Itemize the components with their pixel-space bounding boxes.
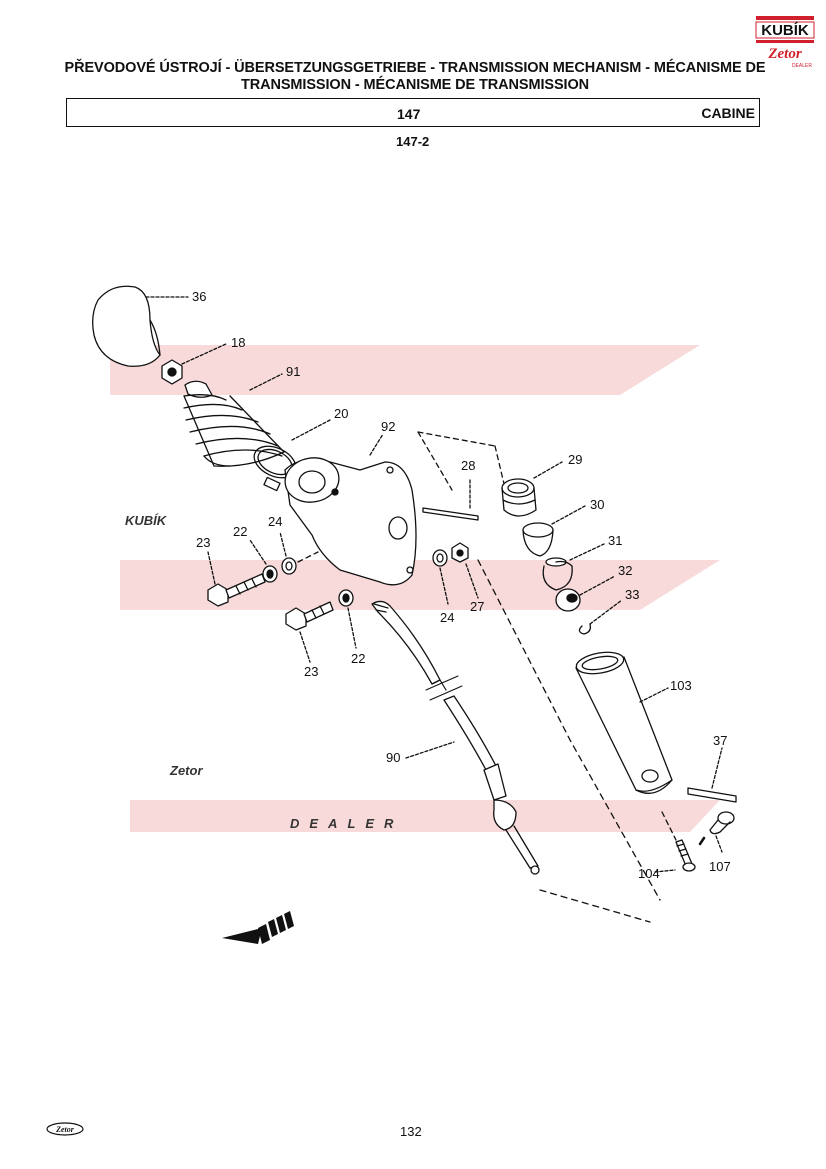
logo-bar-mid [756,40,814,43]
watermark-band-low [130,800,720,832]
watermark-band-top [110,345,700,395]
label-23-upper: 23 [196,535,210,550]
leader-33 [589,599,623,625]
part-23-bolt-lower [285,601,334,631]
label-18: 18 [231,335,245,350]
part-27-nut [451,542,469,563]
leader-23b [299,631,311,663]
part-32-ball [555,588,581,612]
direction-arrow [222,911,294,944]
part-24-washer-lower [432,549,448,567]
logo-frame [755,21,815,39]
watermark-tagline: DEALER [290,816,403,831]
leader-37 [711,747,723,789]
leader-32 [579,575,616,596]
part-24-washer-upper [281,557,297,575]
group-number: 147 [397,106,421,122]
part-31-ball [542,557,573,591]
label-104: 104 [638,866,660,881]
logo-sub-text: Zetor [767,46,801,62]
leader-20 [291,419,331,441]
part-30-cup [522,522,554,557]
dash-line-104 [661,811,677,841]
part-labels: 36 18 91 20 92 28 29 30 31 32 33 23 22 2… [192,289,731,881]
part-28-pin [422,507,479,521]
dash-line-28c [494,445,506,489]
label-32: 32 [618,563,632,578]
dash-line-long [477,559,661,901]
label-24-upper: 24 [268,514,282,529]
leader-18 [181,343,227,365]
leader-27 [465,563,479,599]
part-22-washer-upper [262,565,278,583]
leader-91 [249,373,283,391]
leader-90 [405,741,455,759]
leader-24b [439,567,449,605]
part-22-washer-lower [338,589,354,607]
footer-zetor-logo: Zetor [46,1122,84,1136]
part-103-tube [575,651,673,794]
label-20: 20 [334,406,348,421]
label-31: 31 [608,533,622,548]
label-30: 30 [590,497,604,512]
footer-logo-text: Zetor [55,1125,75,1134]
label-23-lower: 23 [304,664,318,679]
part-92-housing [284,457,417,586]
leader-30 [551,505,586,525]
leader-29 [533,461,563,479]
section-name: CABINE [701,105,755,121]
watermark-logo: Zetor [169,763,203,778]
label-90: 90 [386,750,400,765]
label-103: 103 [670,678,692,693]
leader-23a [207,551,216,585]
leader-107 [715,835,723,853]
dash-line-bottom [539,889,651,923]
title-line-2: TRANSMISSION - MÉCANISME DE TRANSMISSION [240,77,590,93]
part-33-circlip [578,623,592,635]
page-number: 132 [400,1124,422,1139]
label-92: 92 [381,419,395,434]
dash-line-24a [297,551,319,563]
label-29: 29 [568,452,582,467]
figure-number: 147-2 [396,134,430,149]
part-23-bolt-upper [207,573,266,607]
kubik-zetor-logo: KUBÍK Zetor DEALER [755,16,815,69]
leader-92 [369,433,384,456]
label-24-lower: 24 [440,610,454,625]
leader-31 [569,543,605,561]
header-box: 147 CABINE [66,98,760,127]
leader-24a [279,531,287,557]
part-29-bushing [501,478,537,517]
part-90-lever [371,600,540,875]
part-91-boot [183,380,285,467]
label-36: 36 [192,289,206,304]
label-27: 27 [470,599,484,614]
dash-line-28a [417,431,496,447]
watermark-brand: KUBÍK [125,513,168,528]
logo-dealer-text: DEALER [792,63,812,69]
label-37: 37 [713,733,727,748]
label-91: 91 [286,364,300,379]
title-line-1: PŘEVODOVÉ ÚSTROJÍ - ÜBERSETZUNGSGETRIEBE… [64,60,766,76]
leader-104 [654,869,676,873]
leader-103 [639,687,669,703]
label-22-lower: 22 [351,651,365,666]
part-18-nut [161,359,183,385]
dash-line-28b [417,431,453,491]
part-107-nipple [698,811,735,846]
label-33: 33 [625,587,639,602]
logo-brand-text: KUBÍK [761,22,809,39]
label-28: 28 [461,458,475,473]
label-22-upper: 22 [233,524,247,539]
part-37-key [687,787,737,803]
leader-22a [249,539,267,565]
label-107: 107 [709,859,731,874]
logo-bar-top [756,16,814,20]
part-36-knob [92,285,161,367]
leader-22b [347,607,357,649]
page-title: PŘEVODOVÉ ÚSTROJÍ - ÜBERSETZUNGSGETRIEBE… [60,60,770,94]
part-104-screw [675,839,696,872]
